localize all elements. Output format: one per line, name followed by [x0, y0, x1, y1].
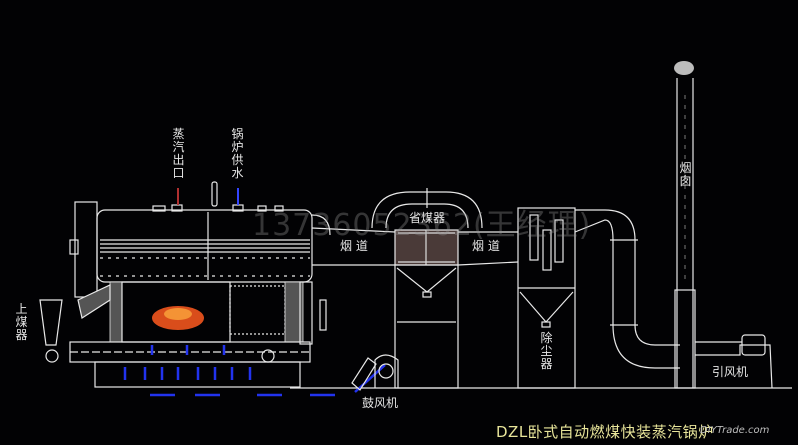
flue-duct	[311, 227, 519, 266]
label-steam-outlet: 蒸汽出口	[172, 127, 185, 180]
label-dust-collector: 除尘器	[540, 331, 553, 371]
label-induced-fan: 引风机	[712, 365, 749, 379]
label-chimney: 烟囱	[679, 161, 692, 188]
label-coal-feeder: 上煤器	[15, 302, 28, 342]
label-flue-2: 烟 道	[472, 239, 500, 253]
safety-valve	[211, 181, 218, 207]
induced-fan	[695, 334, 773, 389]
label-feed-water: 锅炉供水	[231, 127, 244, 180]
air-arrows	[123, 345, 386, 397]
blower-fan	[351, 354, 399, 391]
watermark-site: DIYTrade.com	[700, 425, 770, 436]
coal-hopper	[39, 299, 63, 346]
label-flue-1: 烟 道	[340, 239, 368, 253]
label-blower: 鼓风机	[362, 396, 399, 410]
boiler-body	[39, 181, 331, 388]
fan-motor	[741, 334, 766, 356]
watermark-phone: 13736052362(王经理)	[252, 208, 592, 243]
chimney	[674, 78, 696, 389]
gas-pipe	[574, 209, 680, 369]
diagram-title: DZL卧式自动燃煤快装蒸汽锅炉	[496, 423, 714, 441]
smoke	[674, 61, 694, 75]
dust-collector	[517, 207, 576, 389]
economizer	[371, 188, 483, 389]
label-economizer: 省煤器	[409, 211, 446, 225]
